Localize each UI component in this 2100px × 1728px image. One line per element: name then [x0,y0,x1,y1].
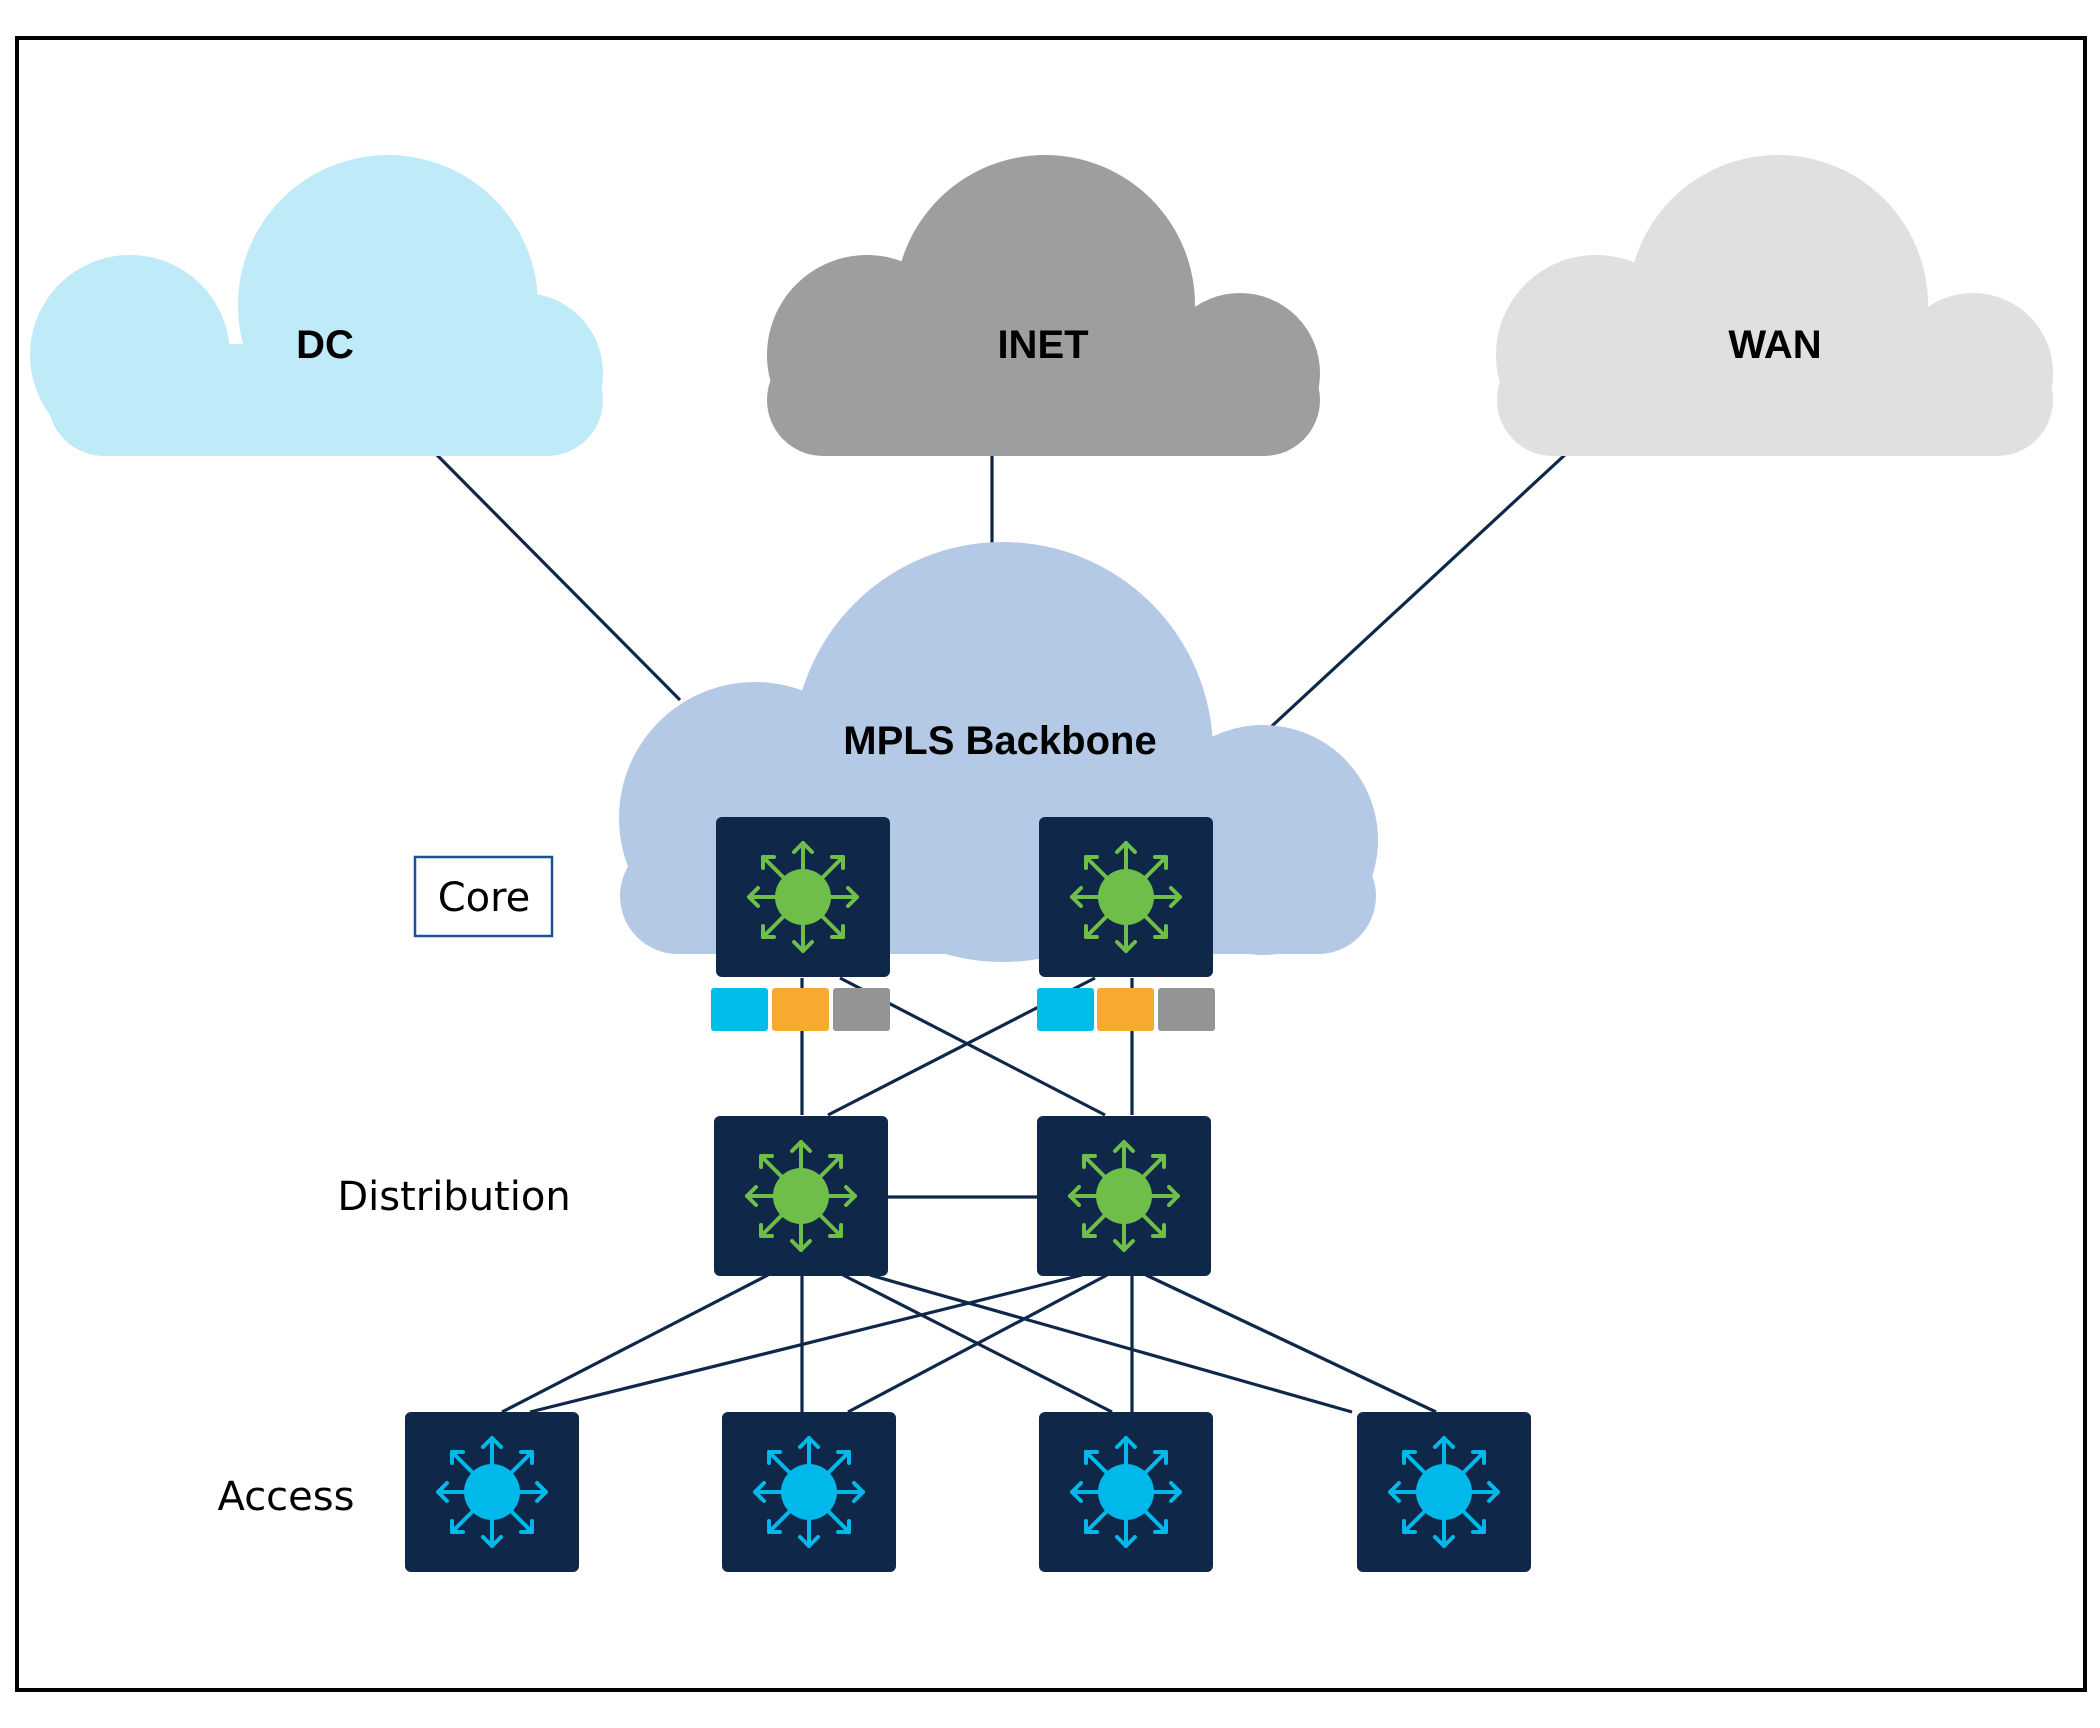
tag-cyan [711,988,768,1031]
core-tags-left [711,988,890,1031]
tag-orange [1097,988,1154,1031]
cloud-inet [767,155,1320,456]
core-switch-1 [716,817,890,977]
cloud-inet-label: INET [997,323,1088,367]
access-switch-2 [722,1412,896,1572]
multilayer-switch-icon [747,841,859,953]
tier-label-access: Access [218,1474,355,1520]
tag-orange [772,988,829,1031]
cloud-dc-label: DC [296,323,354,367]
multilayer-switch-icon [1388,1436,1500,1548]
core-switch-2 [1039,817,1213,977]
multilayer-switch-icon [753,1436,865,1548]
tier-label-distribution: Distribution [337,1174,570,1220]
access-switch-3 [1039,1412,1213,1572]
multilayer-switch-icon [1070,841,1182,953]
access-switch-4 [1357,1412,1531,1572]
cloud-links [434,450,1570,728]
switch-links [501,976,1437,1414]
tier-label-core: Core [438,875,531,921]
cloud-dc [30,155,603,456]
tag-gray [1158,988,1215,1031]
link-dist2-acc1 [529,1273,1083,1414]
link-dist2-acc2 [847,1273,1108,1414]
distribution-switch-2 [1037,1116,1211,1276]
link-dc-mpls [434,452,682,702]
cloud-mpls-label: MPLS Backbone [843,719,1156,763]
multilayer-switch-icon [1068,1140,1180,1252]
multilayer-switch-icon [1070,1436,1182,1548]
core-label-box [413,855,554,938]
link-wan-mpls [1270,450,1570,728]
link-dist1-acc4 [869,1273,1353,1414]
multilayer-switch-icon [745,1140,857,1252]
cloud-wan-label: WAN [1728,323,1821,367]
tag-gray [833,988,890,1031]
access-switch-1 [405,1412,579,1572]
multilayer-switch-icon [436,1436,548,1548]
cloud-wan [1496,155,2053,456]
distribution-switch-1 [714,1116,888,1276]
link-dist1-acc1 [501,1273,769,1414]
tag-cyan [1037,988,1094,1031]
core-tags-right [1037,988,1215,1031]
link-dist2-acc4 [1145,1273,1437,1414]
